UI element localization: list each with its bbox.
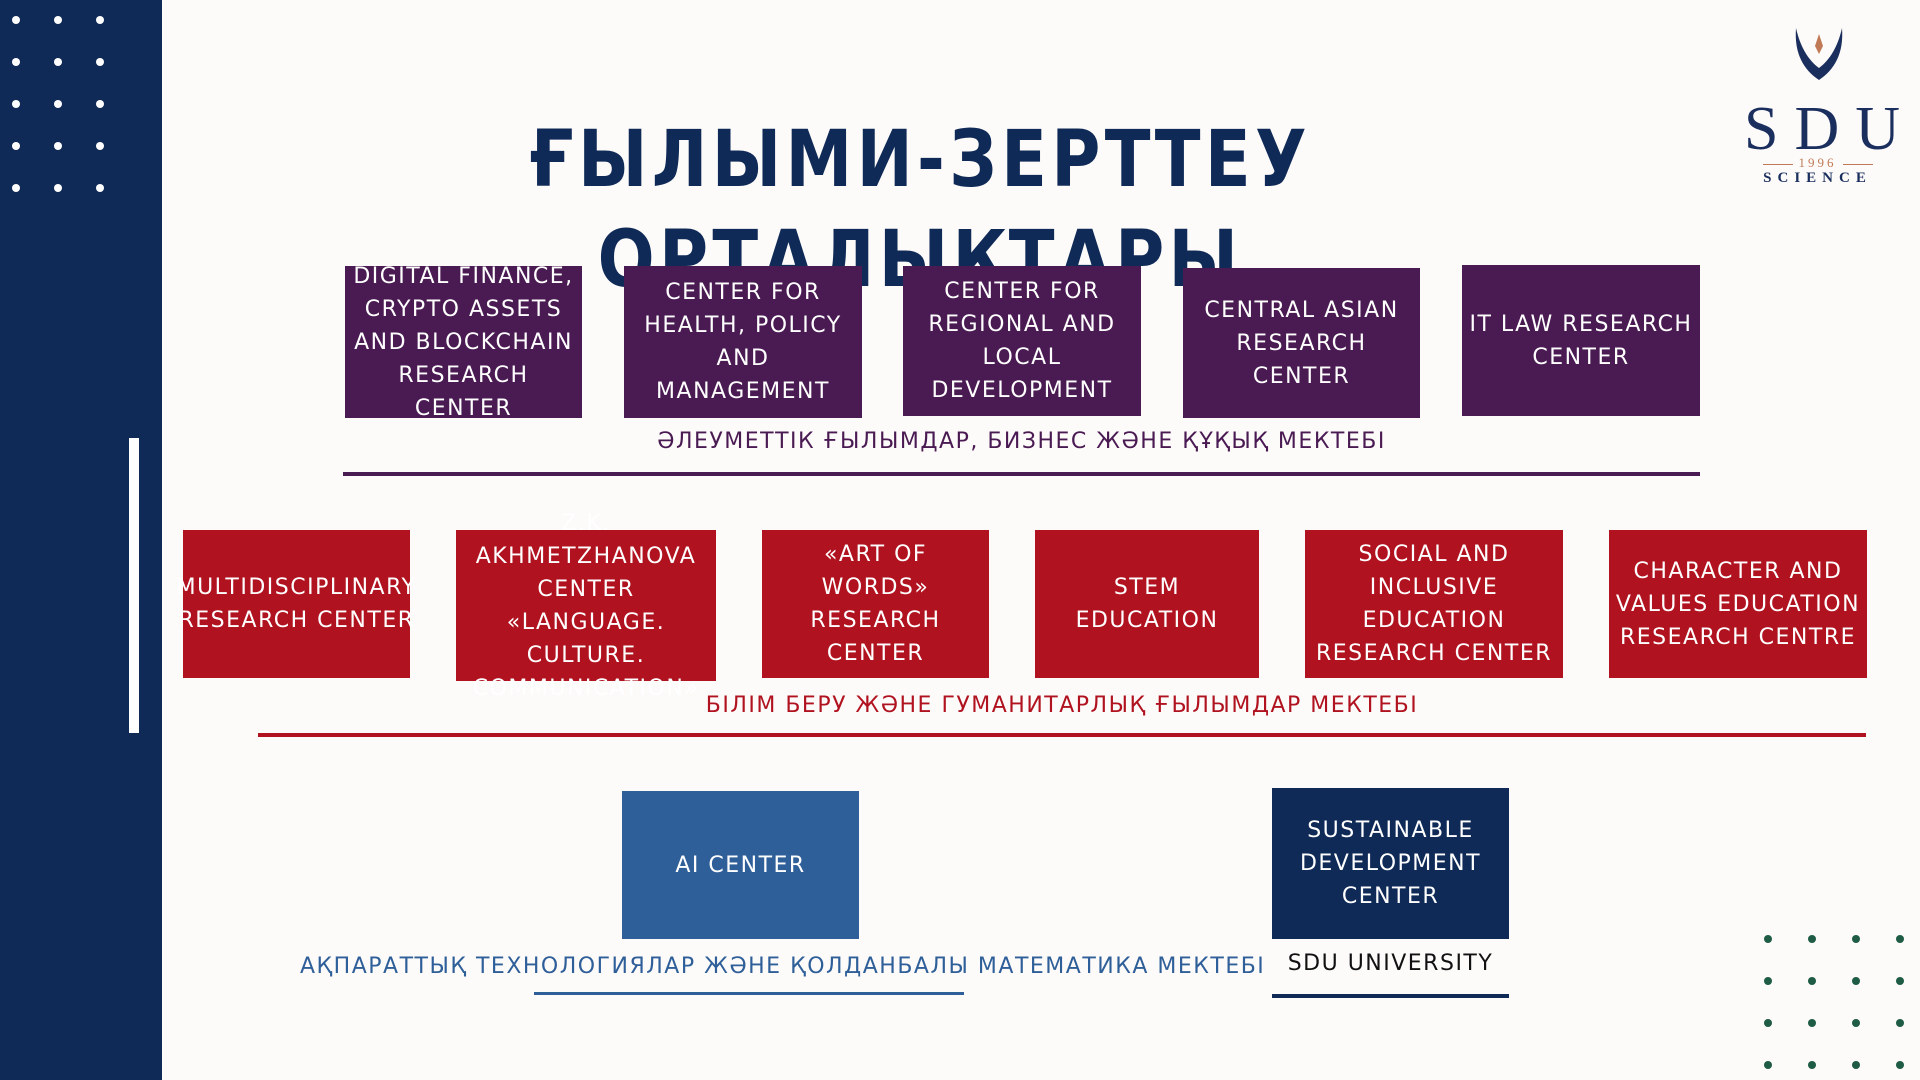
center-label: STEM EDUCATION — [1075, 575, 1219, 633]
corner-dot-pattern — [1760, 935, 1920, 1080]
center-label: «ART OF WORDS» RESEARCH CENTER — [810, 542, 941, 666]
center-box-health-policy: CENTER FOR HEALTH, POLICY AND MANAGEMENT — [624, 266, 862, 418]
center-box-language-culture: Z.K. AKHMETZHANOVA CENTER «LANGUAGE. CUL… — [456, 511, 716, 701]
left-sidebar-panel — [0, 0, 162, 1080]
school-divider-it — [534, 992, 964, 995]
school-label-it: АҚПАРАТТЫҚ ТЕХНОЛОГИЯЛАР ЖӘНЕ ҚОЛДАНБАЛЫ… — [300, 954, 1266, 979]
center-label: CENTER FOR REGIONAL AND LOCAL DEVELOPMEN… — [928, 279, 1116, 403]
center-box-digital-finance: DIGITAL FINANCE, CRYPTO ASSETS AND BLOCK… — [345, 264, 582, 421]
center-box-stem-education: STEM EDUCATION — [1035, 530, 1259, 678]
school-divider-education — [258, 733, 1866, 737]
school-label-education: БІЛІМ БЕРУ ЖӘНЕ ГУМАНИТАРЛЫҚ ҒЫЛЫМДАР МЕ… — [705, 693, 1419, 718]
center-box-character-values: CHARACTER AND VALUES EDUCATION RESEARCH … — [1609, 530, 1867, 678]
center-label: IT LAW RESEARCH CENTER — [1469, 311, 1693, 370]
center-label: SOCIAL AND INCLUSIVE EDUCATION RESEARCH … — [1315, 542, 1553, 666]
school-label-social: ӘЛЕУМЕТТІК ҒЫЛЫМДАР, БИЗНЕС ЖӘНЕ ҚҰҚЫҚ М… — [657, 429, 1386, 454]
center-box-inclusive-education: SOCIAL AND INCLUSIVE EDUCATION RESEARCH … — [1305, 530, 1563, 678]
school-divider-social — [343, 472, 1700, 476]
center-box-it-law: IT LAW RESEARCH CENTER — [1462, 265, 1700, 416]
school-divider-university — [1272, 994, 1509, 998]
logo-year: 1996 — [1730, 155, 1905, 171]
center-label: CENTER FOR HEALTH, POLICY AND MANAGEMENT — [644, 280, 842, 404]
sidebar-accent-bar — [129, 438, 139, 733]
center-label: CHARACTER AND VALUES EDUCATION RESEARCH … — [1615, 558, 1861, 650]
logo-subtitle: SCIENCE — [1763, 170, 1872, 186]
wings-emblem-icon — [1795, 28, 1843, 80]
center-label: CENTRAL ASIAN RESEARCH CENTER — [1204, 297, 1399, 389]
center-label: DIGITAL FINANCE, CRYPTO ASSETS AND BLOCK… — [353, 263, 574, 421]
sdu-science-logo: SDU 1996 SCIENCE — [1730, 20, 1905, 190]
center-box-ai-center: AI CENTER — [622, 791, 859, 939]
school-label-university: SDU UNIVERSITY — [1287, 951, 1494, 976]
center-box-sustainable-development: SUSTAINABLE DEVELOPMENT CENTER — [1272, 788, 1509, 939]
center-label: AI CENTER — [675, 852, 806, 878]
center-box-multidisciplinary: MULTIDISCIPLINARY RESEARCH CENTER — [177, 530, 415, 678]
center-box-regional-development: CENTER FOR REGIONAL AND LOCAL DEVELOPMEN… — [903, 266, 1141, 416]
center-box-art-of-words: «ART OF WORDS» RESEARCH CENTER — [762, 530, 989, 678]
center-label: Z.K. AKHMETZHANOVA CENTER «LANGUAGE. CUL… — [472, 510, 700, 701]
center-label: SUSTAINABLE DEVELOPMENT CENTER — [1299, 818, 1482, 909]
center-box-central-asian: CENTRAL ASIAN RESEARCH CENTER — [1183, 268, 1420, 418]
center-label: MULTIDISCIPLINARY RESEARCH CENTER — [176, 575, 417, 633]
page-title: ҒЫЛЫМИ-ЗЕРТТЕУ ОРТАЛЫҚТАРЫ — [528, 115, 1312, 305]
sidebar-dot-pattern — [12, 16, 112, 206]
logo-wordmark: SDU — [1744, 95, 1917, 163]
